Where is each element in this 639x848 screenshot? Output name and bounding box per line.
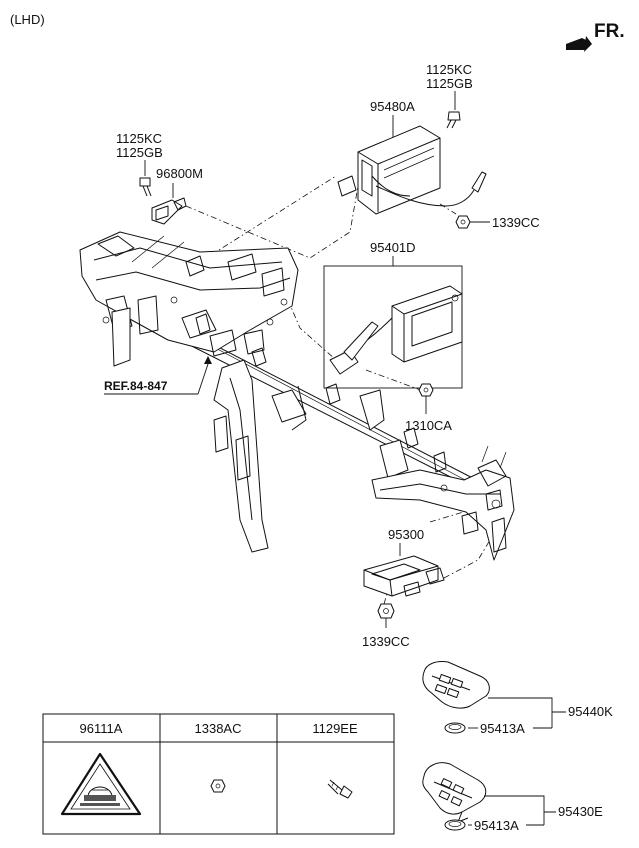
label-95300: 95300 [388, 527, 424, 542]
label-95440k: 95440K [568, 704, 613, 719]
lhd-label: (LHD) [10, 12, 45, 27]
smart-key-95430e [422, 762, 487, 823]
bolt-icon [446, 111, 461, 129]
label-95430e: 95430E [558, 804, 603, 819]
label-1125kc-left: 1125KC [116, 131, 162, 146]
label-96800m: 96800M [156, 166, 203, 181]
label-1125gb-left: 1125GB [116, 145, 163, 160]
bolt-icon [139, 177, 152, 197]
warning-triangle-icon [60, 752, 142, 816]
bolt-icon [327, 779, 353, 799]
battery-icon [444, 819, 466, 831]
sensor-96800m [151, 197, 187, 225]
arrow-fr-icon [566, 36, 592, 52]
battery-icon [444, 722, 466, 734]
table-header-1338ac: 1338AC [195, 721, 242, 736]
nut-icon [377, 603, 395, 619]
parts-table: 96111A 1338AC 1129EE [42, 713, 395, 835]
nut-icon [455, 215, 471, 229]
nut-icon [418, 383, 434, 397]
module-95480a [337, 125, 487, 215]
label-ref-84-847: REF.84-847 [104, 379, 168, 393]
cowl-cross-bar [79, 231, 515, 561]
label-95413a-top: 95413A [480, 721, 525, 736]
label-1125kc-top: 1125KC [426, 62, 472, 77]
label-95401d: 95401D [370, 240, 416, 255]
label-95413a-bottom: 95413A [474, 818, 519, 833]
label-1339cc-bottom: 1339CC [362, 634, 410, 649]
label-95480a: 95480A [370, 99, 415, 114]
label-1339cc-top: 1339CC [492, 215, 540, 230]
module-95401d [329, 285, 463, 375]
label-1310ca: 1310CA [405, 418, 452, 433]
table-header-96111a: 96111A [80, 721, 123, 736]
label-1125gb-top: 1125GB [426, 76, 473, 91]
table-header-1129ee: 1129EE [312, 721, 358, 736]
module-95300 [363, 555, 445, 597]
fr-label: FR. [594, 21, 625, 42]
nut-icon [210, 779, 226, 793]
smart-key-95440k [422, 661, 490, 709]
